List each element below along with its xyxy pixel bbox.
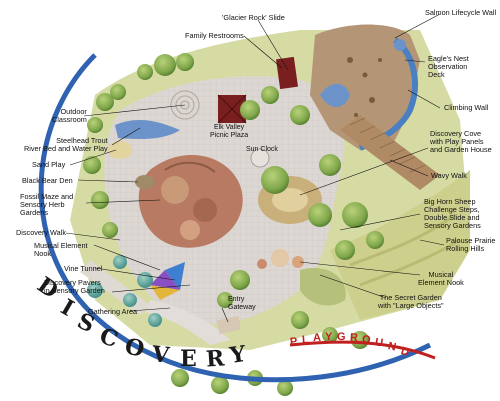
musical-element-nook-right xyxy=(257,249,304,269)
label-palouse-prairie: Palouse Prairie Rolling Hills xyxy=(446,236,496,253)
label-family-restrooms: Family Restrooms xyxy=(185,31,244,40)
label-discovery-walk: Discovery Walk xyxy=(16,228,67,237)
playground-arc xyxy=(289,340,436,360)
label-salmon-lifecycle-wall: Salmon Lifecycle Wall xyxy=(425,8,497,17)
sand-play xyxy=(108,141,132,159)
label-eagles-nest: Eagle's Nest Observation Deck xyxy=(428,54,469,79)
label-climbing-wall: Climbing Wall xyxy=(444,103,489,112)
label-sand-play: Sand Play xyxy=(32,160,66,169)
steelhead-water-play xyxy=(115,120,180,140)
discovery-arc xyxy=(38,53,432,383)
discovery-letter-v: V xyxy=(150,341,171,369)
sun-clock xyxy=(250,148,270,168)
label-black-bear-den: Black Bear Den xyxy=(22,176,73,185)
trees xyxy=(83,53,384,396)
label-steelhead-trout: Steelhead Trout River Bed and Water Play xyxy=(24,136,108,153)
label-musical-element-nook-left: Musical Element Nook xyxy=(34,241,88,258)
playground-letter-r: R xyxy=(349,331,360,345)
label-big-horn-sheep: Big Horn Sheep Challenge Steps, Double S… xyxy=(424,197,481,230)
musical-element-nook-left xyxy=(150,262,185,300)
playground-letter-g: G xyxy=(336,330,347,344)
label-discovery-pavers: Discovery Pavers in Sensory Garden xyxy=(44,278,105,295)
discovery-letter-y: Y xyxy=(228,341,248,369)
label-vine-tunnel: Vine Tunnel xyxy=(64,264,103,273)
label-secret-garden: The Secret Garden with "Large Objects" xyxy=(378,293,444,310)
wavy-walk xyxy=(340,115,440,190)
outdoor-classroom xyxy=(170,90,200,120)
label-sun-clock: Sun Clock xyxy=(246,146,278,153)
label-fossil-maze: Fossil Maze and Sensory Herb Gardens xyxy=(20,192,74,217)
label-musical-element-nook-right: Musical Element Nook xyxy=(418,270,464,287)
label-entry-gateway: Entry Gateway xyxy=(228,296,256,311)
playground-letter-a: A xyxy=(312,331,323,345)
secret-garden xyxy=(300,268,346,306)
leader-lines xyxy=(65,13,445,323)
fossil-maze xyxy=(138,155,243,248)
playground-letter-y: Y xyxy=(325,331,334,343)
label-gathering-area: Gathering Area xyxy=(88,307,138,316)
family-restrooms xyxy=(275,56,299,90)
playground-letter-l: L xyxy=(301,333,311,347)
playground-letter-o: O xyxy=(361,333,373,347)
playground-letter-p: P xyxy=(289,335,299,349)
gathering-area xyxy=(145,300,230,345)
label-elk-valley: Elk Valley Picnic Plaza xyxy=(210,124,249,139)
glacier-rock-slide xyxy=(320,83,350,108)
label-outdoor-classroom: Outdoor Classroom xyxy=(52,107,87,124)
label-glacier-rock-slide: 'Glacier Rock' Slide xyxy=(222,13,285,22)
label-discovery-cove: Discovery Cove with Play Panels and Gard… xyxy=(430,129,492,154)
discovery-letter-e: E xyxy=(180,346,197,372)
discovery-letter-r: R xyxy=(205,345,226,373)
entry-gateway xyxy=(216,315,242,335)
salmon-lifecycle-wall-area xyxy=(310,24,420,150)
label-wavy-walk: Wavy Walk xyxy=(431,171,467,180)
black-bear-den xyxy=(135,175,155,189)
playground-letter-u: U xyxy=(374,336,385,350)
